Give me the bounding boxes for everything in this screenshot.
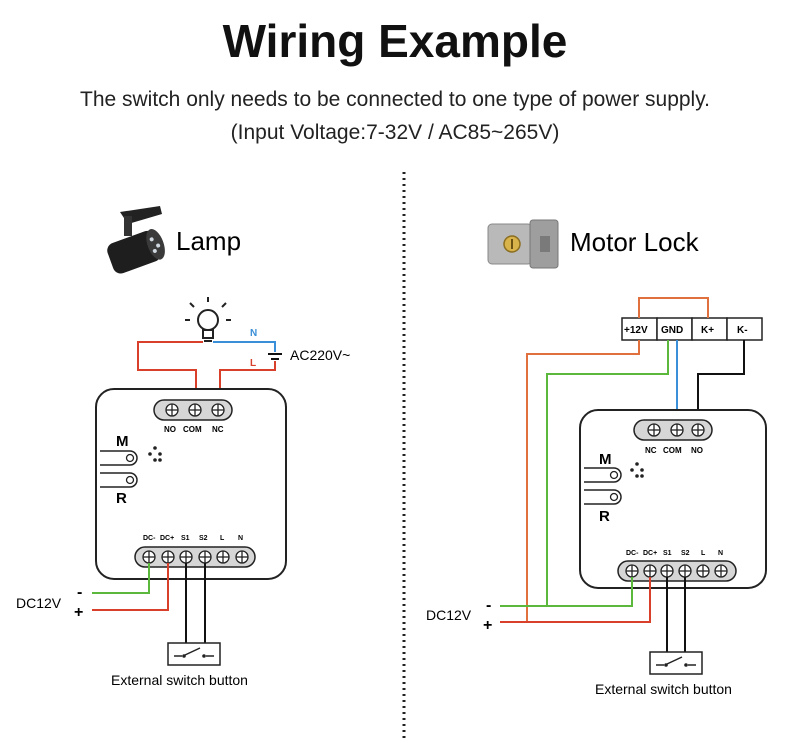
spotlight-lamp-icon [107,206,165,274]
dc-plus-wire [92,563,169,611]
module-body [95,388,287,580]
supply-label: AC220V~ [290,347,350,363]
top-terminal-screws [165,403,225,417]
lock-terminal-label-no: NO [691,446,703,455]
terminal-label-dc-minus: DC- [143,535,156,542]
led-dots [148,446,162,462]
terminal-label-s1: S1 [181,535,190,542]
lock-button-r-label: R [599,508,610,525]
lock-external-switch-icon [649,651,703,675]
lock-dc-plus-wire [500,577,651,623]
terminal-label-no: NO [164,425,176,434]
lamp-load-wire [137,341,203,400]
lock-terminal-label-s2: S2 [681,550,690,557]
lock-label: Motor Lock [570,227,700,257]
lock-terminal-k-minus: K- [737,325,748,336]
lamp-label: Lamp [176,226,241,256]
lock-dc-minus-wire [500,577,633,607]
lock-m-button [584,467,622,483]
button-m-label: M [116,433,129,450]
m-button [100,450,138,466]
subtitle-line-1: The switch only needs to be connected to… [80,88,710,111]
r-button-dot [125,475,135,485]
terminal-label-dc-plus: DC+ [160,535,174,542]
lamp-panel: Lamp N AC220V~ L NO COM NC [16,206,350,688]
terminal-label-nc: NC [212,425,224,434]
lock-terminal-label-com: COM [663,446,682,455]
lock-switch-label: External switch button [595,681,732,697]
lock-m-button-dot [609,470,619,480]
lock-led-dots [630,462,644,478]
lock-terminal-12v: +12V [624,325,648,336]
m-button-dot [125,453,135,463]
live-wire [219,361,276,400]
neutral-wire [213,341,276,352]
lock-terminal-label-dc-plus: DC+ [643,550,657,557]
jumper-wire [638,297,709,318]
light-bulb-icon [185,297,231,342]
lock-dc-minus-sign: - [486,597,491,614]
terminal-label-s2: S2 [199,535,208,542]
dc-minus-sign: - [77,584,82,601]
motor-lock-icon [487,219,559,269]
lock-terminal-k-plus: K+ [701,325,714,336]
lock-module-body [579,409,767,589]
dc-minus-wire [92,563,150,594]
lock-terminal-label-n: N [718,550,723,557]
lock-r-button-dot [609,492,619,502]
lock-terminal-label-dc-minus: DC- [626,550,639,557]
lock-dc-supply-label: DC12V [426,607,472,623]
page-title: Wiring Example [222,15,568,67]
neutral-label: N [250,328,257,339]
lock-panel: Motor Lock +12V GND K+ K- NC COM [426,219,767,697]
external-switch-icon [167,642,221,666]
terminal-label-n: N [238,535,243,542]
bottom-terminal-screws [142,550,249,564]
dc-plus-sign: + [74,604,83,621]
lock-terminal-label-l: L [701,550,706,557]
dc-supply-label: DC12V [16,595,62,611]
live-label: L [250,358,256,369]
lock-button-m-label: M [599,451,612,468]
lock-dc-plus-sign: + [483,617,492,634]
lock-r-button [584,489,622,505]
r-button [100,472,138,488]
terminal-label-l: L [220,535,225,542]
lock-terminal-label-nc: NC [645,446,657,455]
lock-terminal-gnd: GND [661,325,683,336]
subtitle-line-2: (Input Voltage:7-32V / AC85~265V) [230,121,560,144]
lock-no-wire [697,340,745,428]
switch-label: External switch button [111,672,248,688]
bottom-terminal-labels: DC- DC+ S1 S2 L N [143,535,243,542]
button-r-label: R [116,490,127,507]
terminal-label-com: COM [183,425,202,434]
lock-top-terminal-screws [647,423,705,437]
lock-terminal-label-s1: S1 [663,550,672,557]
